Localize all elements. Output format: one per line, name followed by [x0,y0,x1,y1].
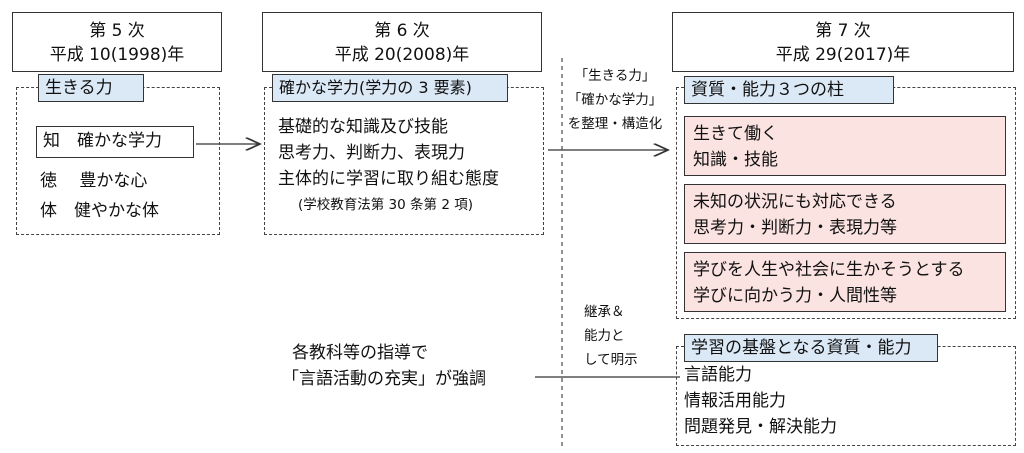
language-note: 各教科等の指導で 「言語活動の充実」が強調 [282,340,486,392]
header-7th-year: 平成 29(2017)年 [775,45,911,65]
arrow-note-bottom-1: 継承＆ [584,304,625,320]
arrow-note-top-1: 「生きる力」 [574,68,656,84]
header-7th-title: 第 7 次 [815,21,871,41]
arrow-note-top: 「生きる力」 「確かな学力」 を整理・構造化 [556,64,674,136]
basis-item-language: 言語能力 [684,365,752,385]
pillar-learning-line-1: 学びを人生や社会に生かそうとする [693,260,965,280]
pillar-knowledge: 生きて働く 知識・技能 [684,116,1006,176]
arrow-note-bottom-2: 能力と [584,328,625,344]
arrow-note-top-3: を整理・構造化 [567,116,663,132]
col5-label: 生きる力 [38,74,144,102]
pillar-learning-line-2: 学びに向かう力・人間性等 [693,286,897,306]
language-note-1: 各教科等の指導で [292,343,428,363]
header-6th-title: 第 6 次 [374,21,430,41]
col5-body: 体 健やかな体 [40,201,159,221]
language-note-2: 「言語活動の充実」が強調 [282,369,486,389]
header-7th: 第 7 次 平成 29(2017)年 [672,12,1014,72]
col6-line-1: 基礎的な知識及び技能 [278,117,448,137]
basis-item-information: 情報活用能力 [684,391,786,411]
col6-line-3: 主体的に学習に取り組む態度 [278,169,499,189]
pillar-thinking: 未知の状況にも対応できる 思考力・判断力・表現力等 [684,184,1006,244]
col5-virtue: 徳 豊かな心 [40,171,148,191]
pillar-knowledge-line-2: 知識・技能 [693,150,778,170]
col7-label: 資質・能力３つの柱 [684,76,894,104]
header-5th-title: 第 5 次 [89,21,145,41]
pillar-thinking-line-2: 思考力・判断力・表現力等 [693,218,897,238]
header-6th: 第 6 次 平成 20(2008)年 [262,12,542,72]
basis-item-problem-solving: 問題発見・解決能力 [684,417,837,437]
header-6th-year: 平成 20(2008)年 [334,45,470,65]
header-5th: 第 5 次 平成 10(1998)年 [12,12,222,72]
col6-label: 確かな学力(学力の 3 要素) [272,74,508,102]
arrow-note-bottom: 継承＆ 能力と して明示 [584,300,638,372]
pillar-thinking-line-1: 未知の状況にも対応できる [693,192,897,212]
col6-line-2: 思考力、判断力、表現力 [278,143,465,163]
col6-note: (学校教育法第 30 条第 2 項) [298,197,473,213]
arrow-note-bottom-3: して明示 [584,352,638,368]
arrow-note-top-2: 「確かな学力」 [567,92,663,108]
pillar-learning: 学びを人生や社会に生かそうとする 学びに向かう力・人間性等 [684,252,1006,312]
col7-basis-label: 学習の基盤となる資質・能力 [684,334,938,362]
col5-knowledge: 知 確かな学力 [36,126,194,158]
header-5th-year: 平成 10(1998)年 [49,45,185,65]
pillar-knowledge-line-1: 生きて働く [693,124,778,144]
